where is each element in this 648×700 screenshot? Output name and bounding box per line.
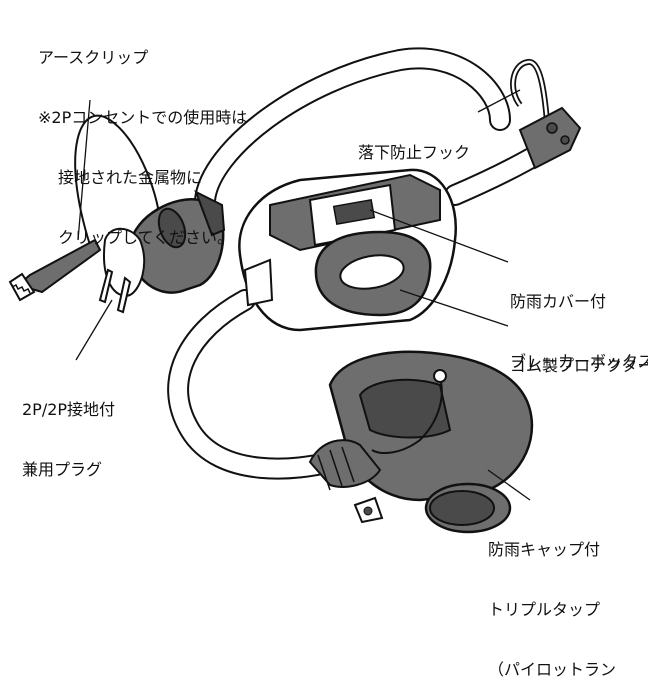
tap-line1: 防雨キャップ付 [488, 540, 601, 559]
tap-line3: （パイロットラン [488, 660, 617, 679]
plug-line1: 2P/2P接地付 [22, 400, 116, 419]
plug-body [98, 189, 226, 314]
label-plug: 2P/2P接地付 兼用プラグ [22, 360, 115, 500]
protector-label: ゴム製プロテクター [510, 356, 648, 375]
earth-clip [8, 114, 161, 302]
label-protector: ゴム製プロテクター [510, 316, 648, 396]
breaker-box [238, 168, 458, 332]
safety-hook [510, 59, 582, 170]
earth-clip-note-line1: ※2Pコンセントでの使用時は [38, 108, 248, 127]
breaker-line2: ブレーカーボックス [510, 352, 648, 371]
tap-line2: トリプルタップ [488, 600, 601, 619]
cable-plug-to-box [194, 47, 511, 211]
leader-protector [399, 289, 509, 327]
leader-breaker [369, 209, 509, 263]
label-earth-clip: アースクリップ ※2Pコンセントでの使用時は 接地された金属物に クリップしてく… [38, 8, 247, 268]
leader-plug [75, 299, 113, 361]
leader-lines [75, 89, 531, 501]
breaker-line1: 防雨カバー付 [510, 292, 607, 311]
label-breaker-box: 防雨カバー付 ブレーカーボックス [510, 252, 648, 392]
leader-tap [487, 469, 531, 501]
earth-clip-title: アースクリップ [38, 48, 149, 67]
label-hook: 落下防止フック [358, 103, 470, 183]
triple-tap [308, 350, 534, 534]
cable-box-to-tap [167, 289, 341, 480]
plug-line2: 兼用プラグ [22, 460, 103, 479]
product-illustration [8, 47, 582, 534]
leader-earth-clip [77, 99, 91, 241]
leader-hook [477, 89, 521, 113]
earth-clip-note-line3: クリップしてください。 [58, 228, 234, 247]
hook-label: 落下防止フック [358, 143, 471, 162]
label-triple-tap: 防雨キャップ付 トリプルタップ （パイロットラン [488, 500, 616, 700]
earth-clip-note-line2: 接地された金属物に [58, 168, 203, 187]
